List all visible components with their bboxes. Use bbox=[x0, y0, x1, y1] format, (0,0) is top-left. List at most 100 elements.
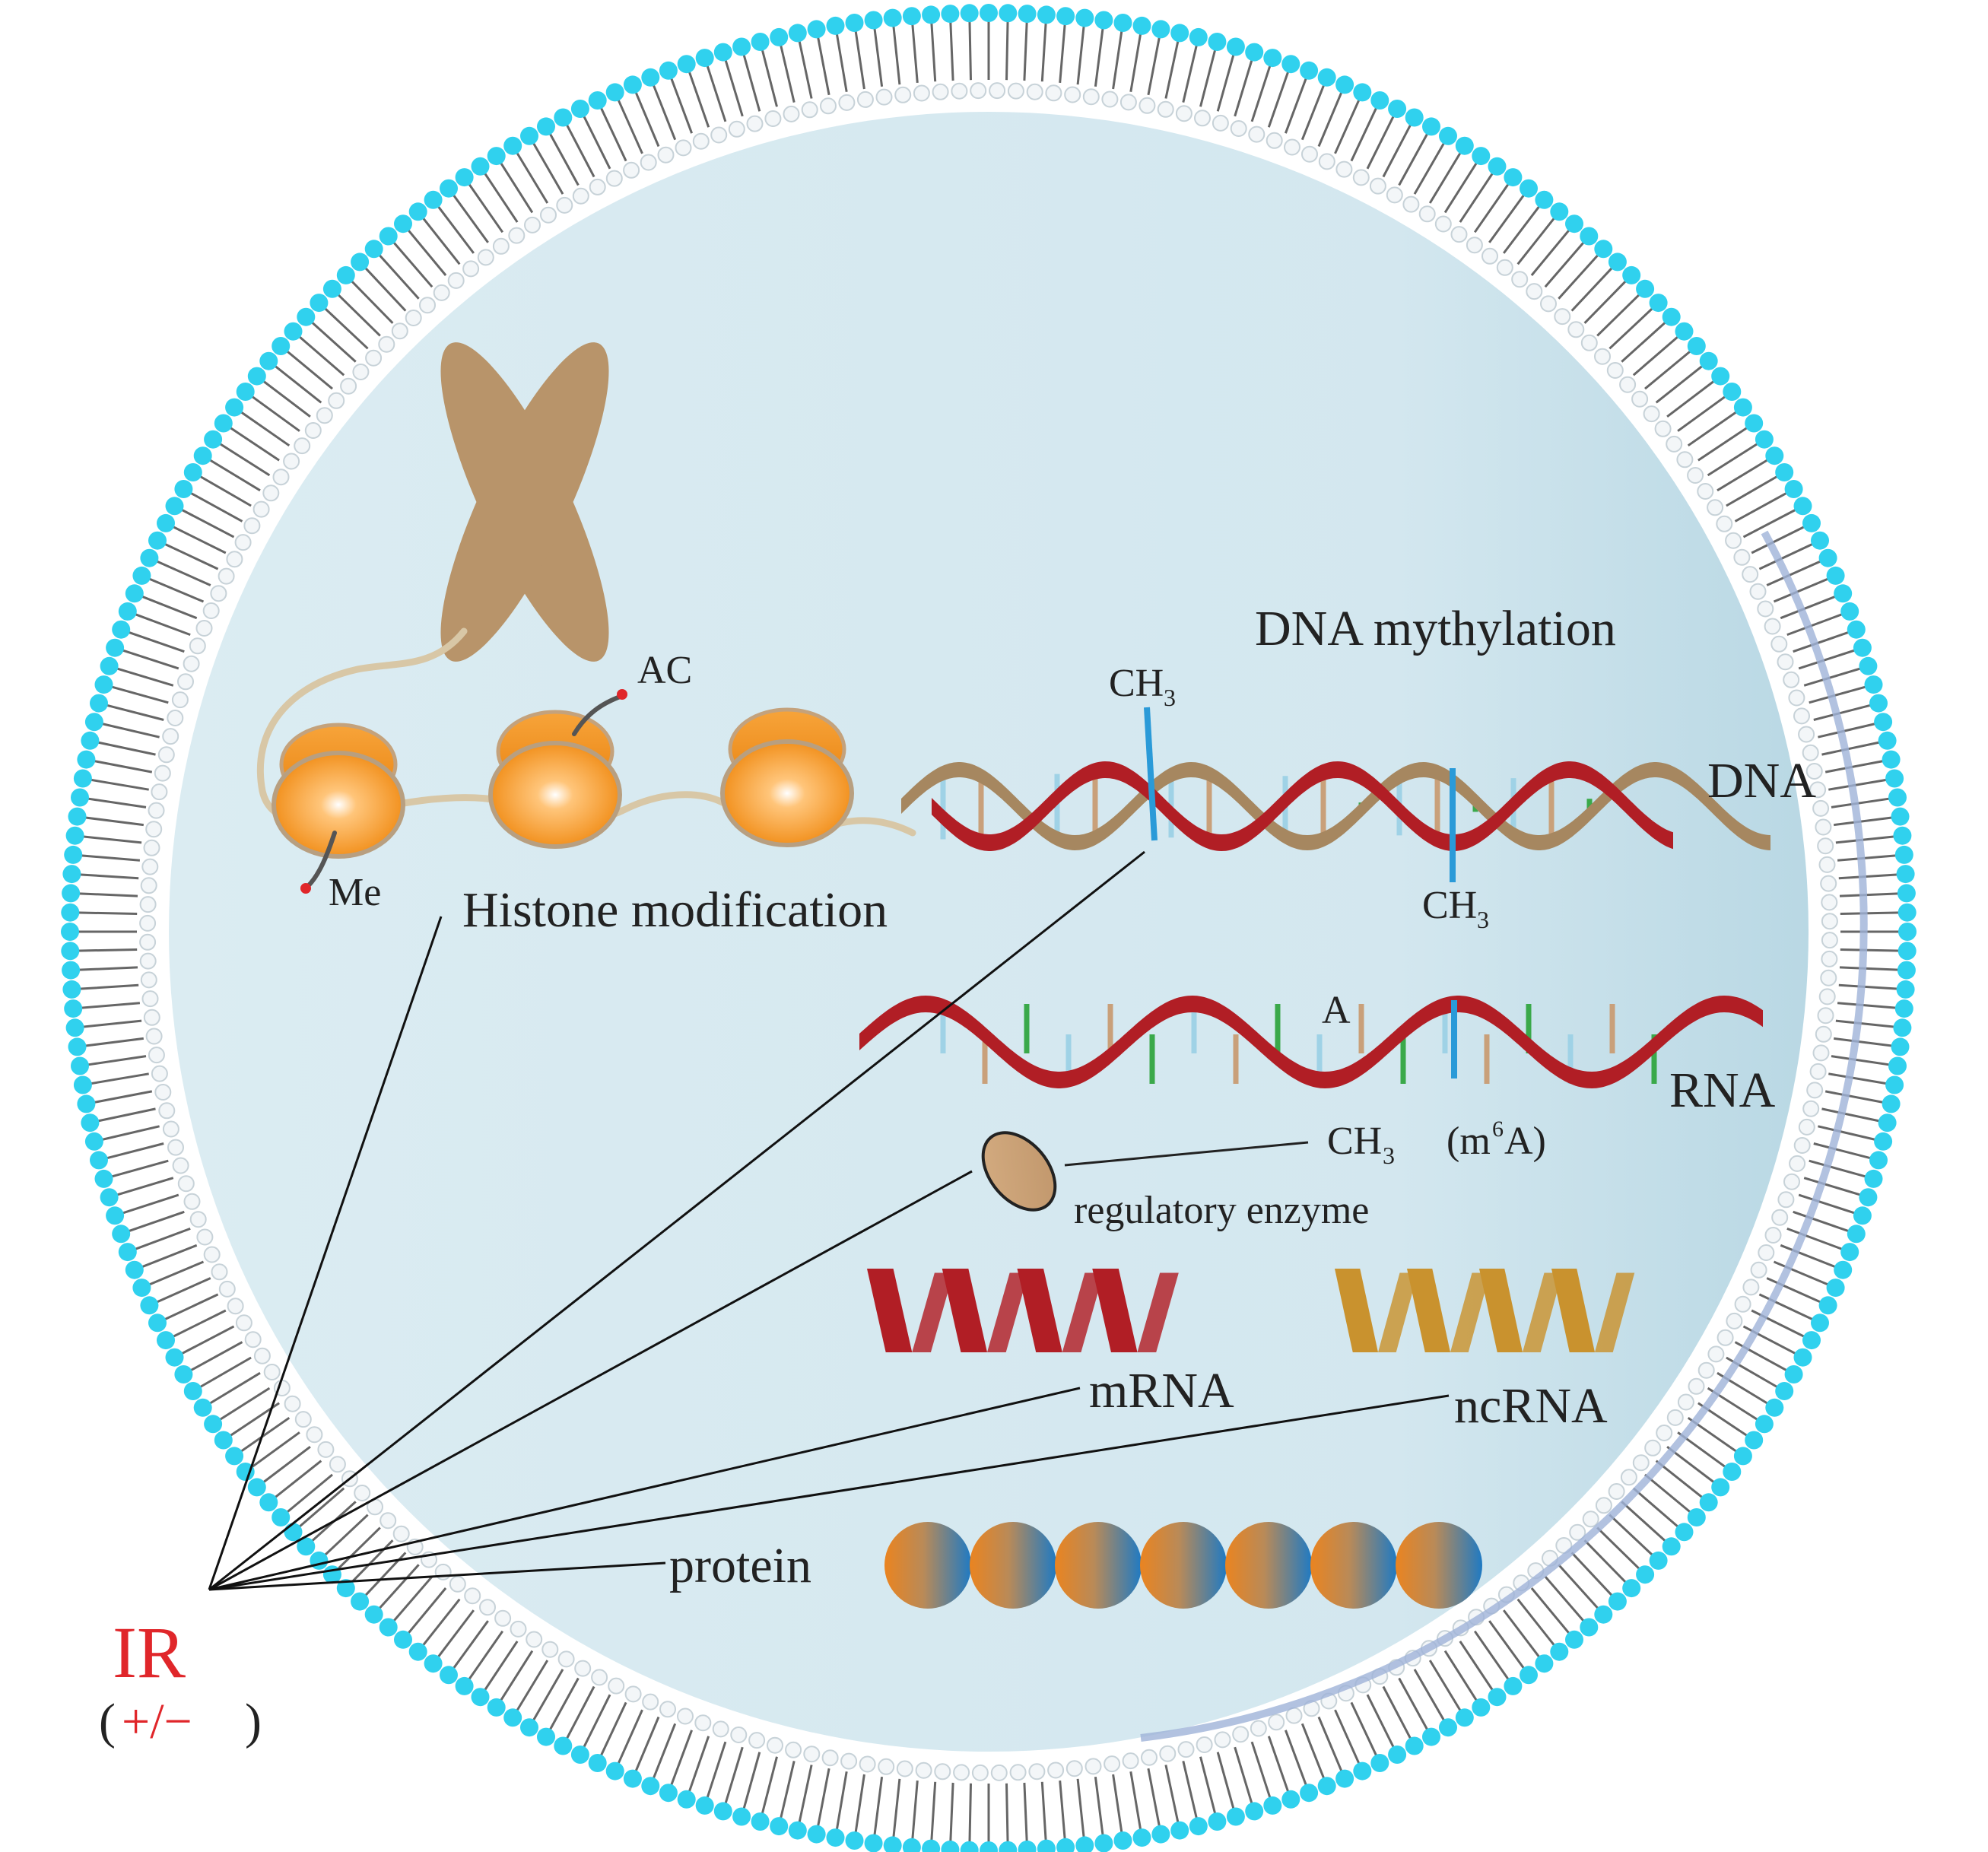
membrane-head-inner bbox=[1159, 1745, 1177, 1762]
membrane-head-inner bbox=[354, 1485, 371, 1501]
membrane-head-outer bbox=[487, 1698, 506, 1717]
methyl-mark bbox=[300, 883, 311, 894]
membrane-head-outer bbox=[588, 1754, 607, 1772]
membrane-head-inner bbox=[1798, 726, 1815, 743]
membrane-head-outer bbox=[1226, 1807, 1245, 1826]
membrane-head-inner bbox=[141, 858, 159, 875]
membrane-head-inner bbox=[540, 206, 557, 224]
membrane-head-inner bbox=[148, 1047, 165, 1064]
membrane-head-outer bbox=[1132, 16, 1151, 35]
membrane-head-outer bbox=[999, 1841, 1018, 1852]
membrane-head-outer bbox=[77, 1094, 96, 1113]
membrane-head-outer bbox=[999, 4, 1018, 23]
membrane-head-inner bbox=[1386, 186, 1403, 204]
membrane-head-outer bbox=[1733, 1447, 1752, 1466]
membrane-head-outer bbox=[1594, 240, 1613, 259]
ch3-rna-label: CH 3 bbox=[1327, 1120, 1395, 1169]
membrane-head-inner bbox=[1733, 548, 1751, 566]
membrane-head-outer bbox=[503, 136, 522, 155]
membrane-head-outer bbox=[440, 1666, 458, 1685]
membrane-head-outer bbox=[1859, 1188, 1878, 1207]
membrane-head-outer bbox=[379, 1618, 398, 1637]
membrane-head-inner bbox=[340, 377, 357, 395]
membrane-head-inner bbox=[692, 132, 710, 150]
protein-bead bbox=[1310, 1522, 1397, 1609]
membrane-head-outer bbox=[71, 788, 89, 807]
membrane-head-outer bbox=[1869, 1151, 1888, 1170]
membrane-head-outer bbox=[732, 1807, 751, 1826]
membrane-head-inner bbox=[1815, 818, 1832, 836]
membrane-head-outer bbox=[1037, 1839, 1056, 1852]
membrane-head-outer bbox=[1056, 1838, 1075, 1852]
protein-bead bbox=[1225, 1522, 1312, 1609]
membrane-head-outer bbox=[379, 227, 398, 246]
membrane-head-inner bbox=[1750, 1261, 1767, 1279]
membrane-head-outer bbox=[214, 1431, 233, 1450]
membrane-head-inner bbox=[419, 297, 436, 314]
membrane-head-outer bbox=[1745, 1431, 1764, 1450]
mrna-ribbon-segment bbox=[867, 1269, 913, 1352]
membrane-head-inner bbox=[526, 1631, 543, 1648]
membrane-head-inner bbox=[913, 84, 930, 102]
membrane-head-inner bbox=[1777, 1191, 1795, 1209]
membrane-head-outer bbox=[65, 1018, 84, 1037]
membrane-head-outer bbox=[62, 980, 81, 999]
membrane-head-outer bbox=[297, 307, 316, 326]
membrane-head-inner bbox=[510, 1620, 527, 1638]
membrane-head-inner bbox=[1770, 635, 1788, 653]
dna-strand-tan bbox=[901, 762, 1770, 850]
membrane-head-outer bbox=[284, 322, 303, 341]
membrane-head-inner bbox=[970, 82, 987, 100]
membrane-head-inner bbox=[1802, 1100, 1820, 1117]
membrane-head-outer bbox=[394, 214, 412, 233]
membrane-head-outer bbox=[1550, 1642, 1569, 1661]
membrane-head-outer bbox=[1608, 253, 1627, 272]
membrane-head-outer bbox=[351, 253, 370, 272]
membrane-head-outer bbox=[148, 1314, 167, 1333]
membrane-head-outer bbox=[1687, 337, 1706, 355]
ncrna-ribbon-segment bbox=[1378, 1272, 1418, 1352]
membrane-head-inner bbox=[1175, 105, 1192, 122]
membrane-head-inner bbox=[235, 1314, 252, 1332]
membrane-head-inner bbox=[447, 272, 465, 289]
membrane-head-inner bbox=[195, 620, 213, 637]
membrane-head-inner bbox=[210, 585, 227, 602]
svg-text:+/−: +/− bbox=[122, 1694, 192, 1749]
membrane-head-inner bbox=[1793, 707, 1810, 725]
membrane-head-outer bbox=[1636, 1565, 1655, 1584]
membrane-head-outer bbox=[1550, 202, 1569, 221]
membrane-head-outer bbox=[394, 1630, 412, 1649]
membrane-head-outer bbox=[408, 1642, 427, 1661]
membrane-head-inner bbox=[143, 1009, 160, 1026]
membrane-head-outer bbox=[1874, 1132, 1893, 1151]
membrane-head-outer bbox=[1245, 43, 1264, 62]
membrane-head-outer bbox=[1622, 265, 1641, 284]
membrane-head-inner bbox=[162, 1120, 179, 1138]
membrane-head-inner bbox=[1232, 1726, 1250, 1743]
membrane-head-outer bbox=[1793, 1348, 1812, 1367]
ir-label: IR bbox=[113, 1612, 186, 1693]
membrane-head-outer bbox=[81, 1113, 100, 1132]
membrane-head-inner bbox=[1812, 1044, 1830, 1062]
membrane-head-outer bbox=[1580, 1618, 1599, 1637]
membrane-head-outer bbox=[1818, 1296, 1837, 1315]
membrane-head-outer bbox=[1300, 1784, 1319, 1803]
membrane-head-outer bbox=[1263, 49, 1282, 68]
membrane-head-inner bbox=[365, 349, 383, 367]
membrane-head-outer bbox=[751, 1812, 770, 1831]
ac-label: AC bbox=[637, 649, 692, 692]
membrane-head-inner bbox=[1677, 1393, 1694, 1411]
membrane-head-outer bbox=[1897, 942, 1917, 961]
membrane-head-outer bbox=[68, 1037, 87, 1056]
membrane-head-outer bbox=[1388, 100, 1407, 118]
membrane-head-outer bbox=[1834, 1260, 1853, 1279]
membrane-head-outer bbox=[1662, 1537, 1681, 1556]
membrane-head-inner bbox=[605, 170, 623, 187]
dna-methyl-bar-top bbox=[1144, 707, 1158, 841]
mrna-ribbon bbox=[867, 1269, 1179, 1352]
membrane-head-outer bbox=[1113, 1831, 1132, 1850]
mrna-ribbon-segment bbox=[1137, 1272, 1179, 1352]
membrane-head-outer bbox=[1675, 1523, 1694, 1542]
membrane-head-outer bbox=[788, 1821, 807, 1840]
membrane-head-inner bbox=[227, 1298, 244, 1315]
